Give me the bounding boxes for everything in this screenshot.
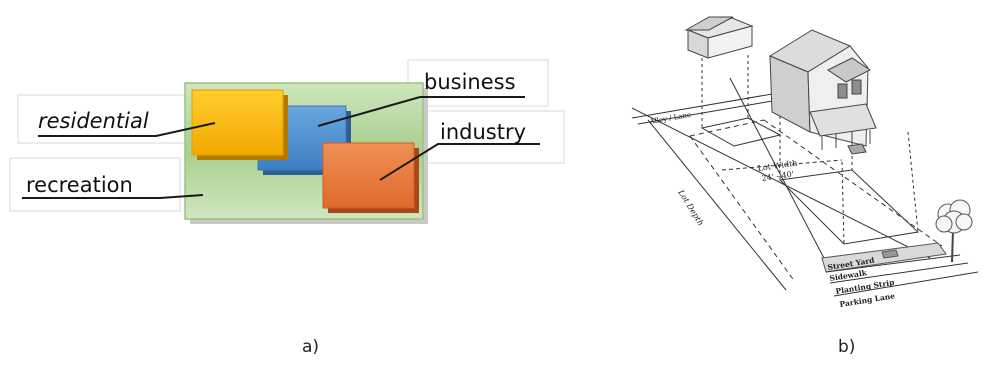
industry-block [322, 142, 415, 209]
caption-b: b) [838, 337, 856, 357]
parking-lane-line [833, 271, 979, 297]
garage-footprint [700, 117, 782, 147]
caption-a: a) [302, 337, 320, 357]
garage-building [684, 16, 754, 59]
residential-block [191, 89, 284, 156]
recreation-leader-line [22, 194, 204, 199]
recreation-label: recreation [26, 173, 133, 197]
house-building [768, 29, 877, 155]
residential-label: residential [38, 109, 149, 133]
lot-depth-dimension [647, 119, 787, 291]
residential-leader-line [38, 122, 216, 137]
house-footprint [778, 169, 920, 245]
lot-width-range: 24' - 40' [761, 170, 794, 183]
panel-b-lot-diagram: Alley / Lane Lot Width 24' - 40' Lot Dep… [590, 0, 988, 365]
lot-left-dashed [689, 135, 796, 283]
street-yard-line [729, 77, 827, 263]
lot-depth-label: Lot Depth [676, 187, 706, 227]
recreation-label-box [9, 157, 181, 212]
panel-a-land-use-diagram: residential business industry recreation… [9, 59, 565, 357]
house-projection-3 [907, 131, 919, 233]
front-steps [881, 249, 899, 259]
business-label-box [407, 59, 549, 107]
lot-top-line [631, 107, 931, 259]
alley-line-2 [637, 97, 791, 125]
lot-layout-svg: Alley / Lane Lot Width 24' - 40' Lot Dep… [631, 16, 979, 309]
industry-label-box [411, 110, 565, 164]
alley-line-1 [631, 92, 779, 119]
industry-leader-line [379, 143, 540, 181]
house-projection-4 [841, 161, 845, 245]
business-leader-line [317, 96, 525, 127]
lot-width-dimension [721, 159, 843, 171]
planting-strip-line [829, 262, 969, 284]
alley-lane-label: Alley / Lane [648, 111, 692, 126]
tree-icon [935, 199, 973, 263]
sidewalk-line [825, 254, 961, 273]
lot-far-dashed [689, 119, 765, 137]
business-label: business [424, 70, 516, 94]
land-use-zones-svg: residential business industry recreation [9, 59, 565, 224]
industry-label: industry [440, 120, 526, 144]
lot-right-dashed [763, 119, 943, 247]
